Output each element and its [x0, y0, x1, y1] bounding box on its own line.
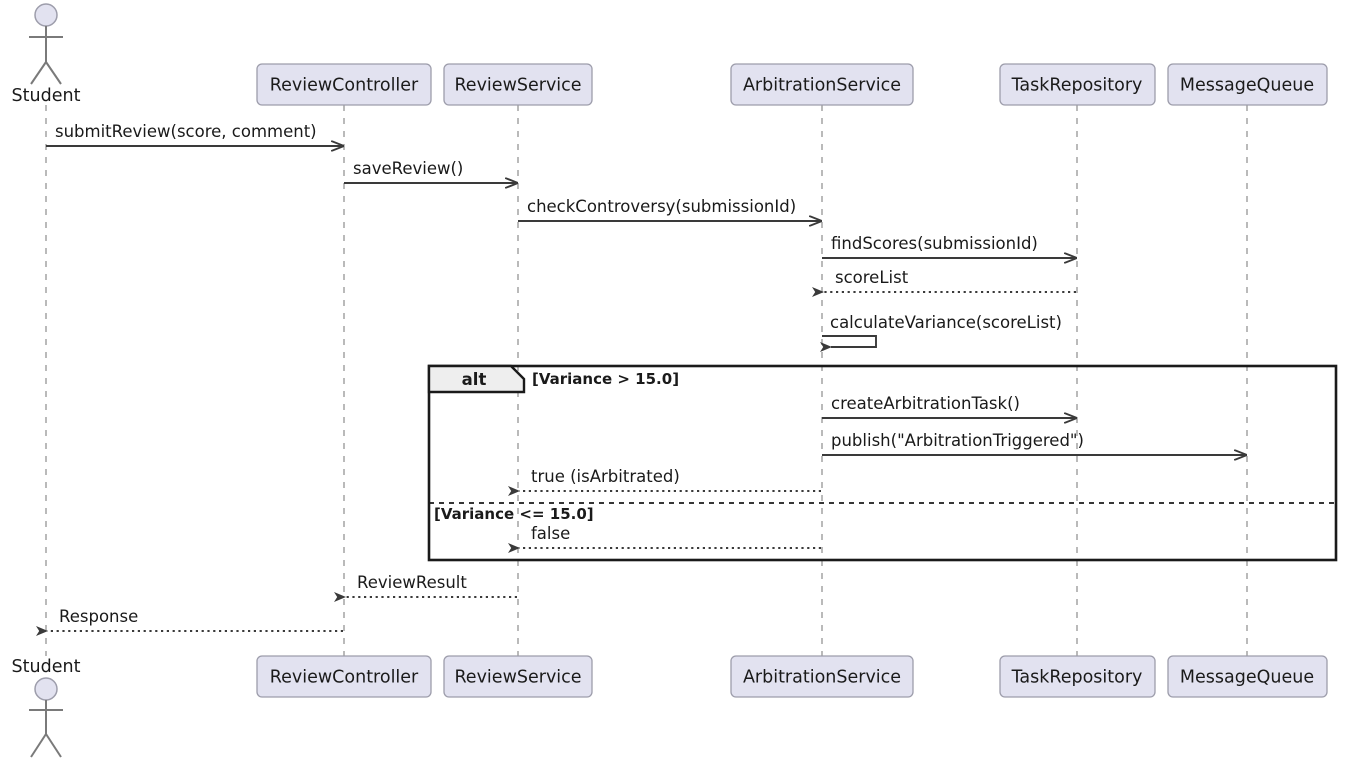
participant-messagequeue-top[interactable]: MessageQueue: [1167, 63, 1328, 106]
participant-box: [999, 655, 1156, 698]
message-label: saveReview(): [353, 159, 463, 178]
actor-leg-left: [30, 733, 47, 758]
fragment-operator-label: alt: [462, 370, 487, 389]
participant-messagequeue-bottom[interactable]: MessageQueue: [1167, 655, 1328, 698]
message-label: Response: [59, 607, 138, 626]
fragment-border: [427, 364, 1338, 562]
actor-leg-left: [30, 61, 47, 85]
actor-student-bottom[interactable]: Student: [12, 657, 81, 758]
participant-box: [730, 63, 914, 106]
message-m12[interactable]: Response: [36, 607, 343, 636]
message-label: publish("ArbitrationTriggered"): [831, 431, 1084, 450]
message-self-arrow: [820, 335, 877, 352]
message-label: ReviewResult: [357, 573, 467, 592]
message-label: submitReview(score, comment): [55, 122, 317, 141]
fragment-guard-0: [Variance > 15.0]: [532, 370, 679, 388]
message-m1[interactable]: submitReview(score, comment): [46, 122, 343, 146]
actor-student-top[interactable]: Student: [12, 3, 81, 106]
message-label: false: [531, 524, 570, 543]
participant-box: [256, 655, 432, 698]
actor-label: Student: [12, 86, 81, 106]
message-m11[interactable]: ReviewResult: [334, 573, 517, 602]
participant-label: TaskRepository: [1011, 668, 1143, 688]
message-m9[interactable]: true (isArbitrated): [508, 467, 821, 496]
participant-reviewservice-top[interactable]: ReviewService: [443, 63, 593, 106]
participants-layer: ReviewControllerReviewControllerReviewSe…: [256, 63, 1328, 698]
fragment-tab: [427, 364, 526, 394]
message-m2[interactable]: saveReview(): [344, 159, 517, 183]
message-m5[interactable]: scoreList: [812, 268, 1076, 297]
participant-box: [730, 655, 914, 698]
actor-leg-right: [45, 61, 62, 85]
participant-label: ReviewController: [270, 76, 419, 96]
message-m6[interactable]: calculateVariance(scoreList): [820, 313, 1062, 352]
message-m8[interactable]: publish("ArbitrationTriggered"): [822, 431, 1246, 455]
actor-head-icon: [34, 3, 58, 27]
participant-label: ArbitrationService: [743, 76, 901, 96]
participant-box: [443, 655, 593, 698]
message-m10[interactable]: false: [508, 524, 821, 553]
participant-label: ArbitrationService: [743, 668, 901, 688]
participant-box: [256, 63, 432, 106]
message-m4[interactable]: findScores(submissionId): [822, 234, 1076, 258]
participant-label: ReviewService: [454, 76, 581, 96]
participant-label: MessageQueue: [1180, 668, 1314, 688]
participant-box: [443, 63, 593, 106]
message-m3[interactable]: checkControversy(submissionId): [518, 197, 821, 221]
fragment-guard-1: [Variance <= 15.0]: [434, 505, 594, 523]
participant-box: [1167, 63, 1328, 106]
message-label: findScores(submissionId): [831, 234, 1038, 253]
fragments-layer: alt [Variance > 15.0] [Variance <= 15.0]: [427, 364, 1338, 562]
participant-label: MessageQueue: [1180, 76, 1314, 96]
message-label: scoreList: [835, 268, 909, 287]
participant-reviewcontroller-top[interactable]: ReviewController: [256, 63, 432, 106]
participant-reviewcontroller-bottom[interactable]: ReviewController: [256, 655, 432, 698]
participant-taskrepository-bottom[interactable]: TaskRepository: [999, 655, 1156, 698]
message-label: createArbitrationTask(): [831, 394, 1020, 413]
message-label: checkControversy(submissionId): [527, 197, 796, 216]
participant-taskrepository-top[interactable]: TaskRepository: [999, 63, 1156, 106]
message-label: calculateVariance(scoreList): [830, 313, 1062, 332]
participant-label: ReviewService: [454, 668, 581, 688]
participant-label: TaskRepository: [1011, 76, 1143, 96]
actor-leg-right: [45, 733, 62, 758]
participant-reviewservice-bottom[interactable]: ReviewService: [443, 655, 593, 698]
participant-box: [1167, 655, 1328, 698]
message-label: true (isArbitrated): [531, 467, 680, 486]
actor-label: Student: [12, 657, 81, 677]
participant-arbitrationservice-bottom[interactable]: ArbitrationService: [730, 655, 914, 698]
participant-box: [999, 63, 1156, 106]
participant-arbitrationservice-top[interactable]: ArbitrationService: [730, 63, 914, 106]
messages-layer: submitReview(score, comment) saveReview()…: [36, 122, 1246, 636]
message-m7[interactable]: createArbitrationTask(): [822, 394, 1076, 418]
fragment-alt[interactable]: alt [Variance > 15.0] [Variance <= 15.0]: [427, 364, 1338, 562]
participant-label: ReviewController: [270, 668, 419, 688]
actor-head-icon: [34, 677, 58, 701]
